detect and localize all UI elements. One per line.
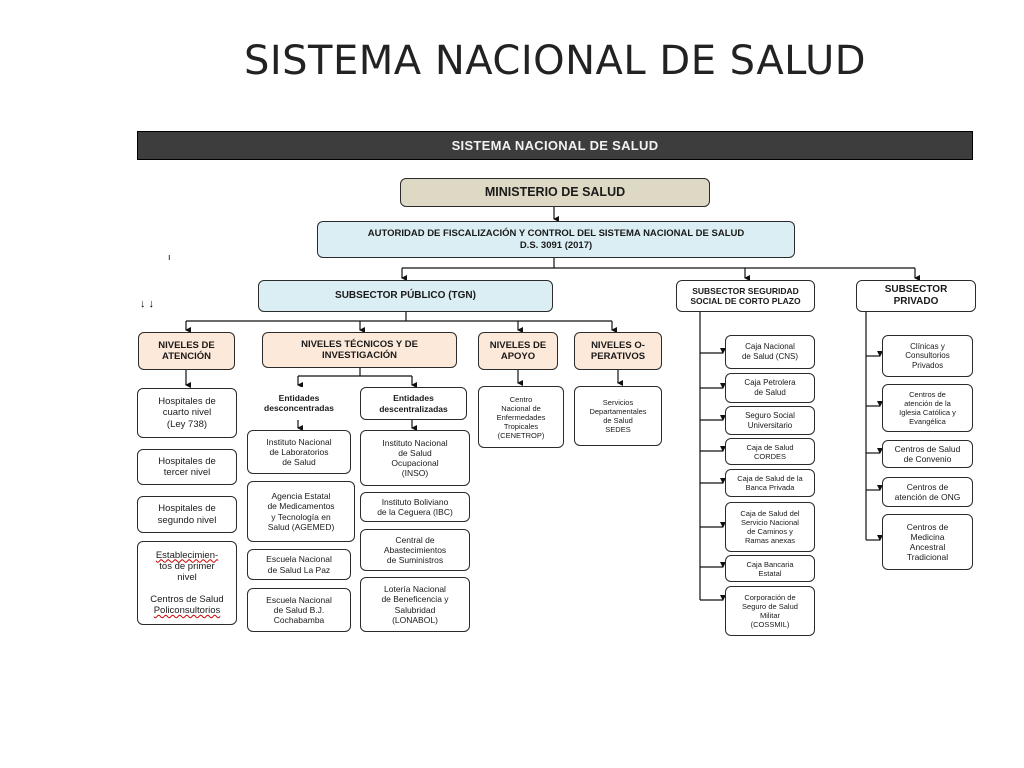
desconcentrada-item: Escuela Nacional de Salud La Paz	[247, 549, 351, 580]
margin-arrows: ↓ ↓	[140, 298, 155, 310]
subsector-publico-box: SUBSECTOR PÚBLICO (TGN)	[258, 280, 553, 312]
diagram-banner: SISTEMA NACIONAL DE SALUD	[137, 131, 973, 160]
niveles-operativos-box: NIVELES O- PERATIVOS	[574, 332, 662, 370]
entidades-desconcentradas-box: Entidades desconcentradas	[247, 387, 351, 419]
hospitales-segundo-nivel-box: Hospitales de segundo nivel	[137, 496, 237, 533]
desconcentrada-item: Escuela Nacional de Salud B.J. Cochabamb…	[247, 588, 351, 632]
descentralizada-item: Central de Abastecimientos de Suministro…	[360, 529, 470, 571]
niveles-apoyo-box: NIVELES DE APOYO	[478, 332, 558, 370]
policonsultorios-label: Policonsultorios	[153, 605, 221, 617]
seguridad-item: Caja de Salud de la Banca Privada	[725, 469, 815, 497]
hospitales-tercer-nivel-box: Hospitales de tercer nivel	[137, 449, 237, 485]
desconcentrada-item: Instituto Nacional de Laboratorios de Sa…	[247, 430, 351, 474]
sedes-box: Servicios Departamentales de Salud SEDES	[574, 386, 662, 446]
niveles-atencion-box: NIVELES DE ATENCIÓN	[138, 332, 235, 370]
seguridad-item: Seguro Social Universitario	[725, 406, 815, 435]
ministerio-box: MINISTERIO DE SALUD	[400, 178, 710, 207]
primer-nivel-label-b: tos de primer nivel	[159, 560, 215, 584]
descentralizada-item: Instituto Nacional de Salud Ocupacional …	[360, 430, 470, 486]
cenetrop-box: Centro Nacional de Enfermedades Tropical…	[478, 386, 564, 448]
seguridad-item: Caja de Salud CORDES	[725, 438, 815, 465]
entidades-descentralizadas-box: Entidades descentralizadas	[360, 387, 467, 420]
seguridad-item: Caja Nacional de Salud (CNS)	[725, 335, 815, 369]
hospitales-cuarto-nivel-box: Hospitales de cuarto nivel (Ley 738)	[137, 388, 237, 438]
descentralizada-item: Instituto Boliviano de la Ceguera (IBC)	[360, 492, 470, 522]
descentralizada-item: Lotería Nacional de Beneficencia y Salub…	[360, 577, 470, 632]
privado-item: Centros de atención de la Iglesia Católi…	[882, 384, 973, 432]
seguridad-item: Caja de Salud del Servicio Nacional de C…	[725, 502, 815, 552]
centros-salud-label: Centros de Salud	[150, 593, 224, 605]
privado-item: Clínicas y Consultorios Privados	[882, 335, 973, 377]
slide-title: SISTEMA NACIONAL DE SALUD	[243, 38, 867, 84]
niveles-tecnicos-box: NIVELES TÉCNICOS Y DE INVESTIGACIÓN	[262, 332, 457, 368]
margin-mark: ı	[168, 252, 171, 262]
seguridad-item: Caja Bancaria Estatal	[725, 555, 815, 582]
seguridad-item: Caja Petrolera de Salud	[725, 373, 815, 403]
subsector-seguridad-box: SUBSECTOR SEGURIDAD SOCIAL DE CORTO PLAZ…	[676, 280, 815, 312]
privado-item: Centros de Medicina Ancestral Tradiciona…	[882, 514, 973, 570]
privado-item: Centros de atención de ONG	[882, 477, 973, 507]
seguridad-item: Corporación de Seguro de Salud Militar (…	[725, 586, 815, 636]
autoridad-box: AUTORIDAD DE FISCALIZACIÓN Y CONTROL DEL…	[317, 221, 795, 258]
primer-nivel-box: Establecimien- tos de primer nivel Centr…	[137, 541, 237, 625]
desconcentrada-item: Agencia Estatal de Medicamentos y Tecnol…	[247, 481, 355, 542]
subsector-privado-box: SUBSECTOR PRIVADO	[856, 280, 976, 312]
primer-nivel-label-a: Establecimien-	[155, 549, 219, 561]
privado-item: Centros de Salud de Convenio	[882, 440, 973, 468]
